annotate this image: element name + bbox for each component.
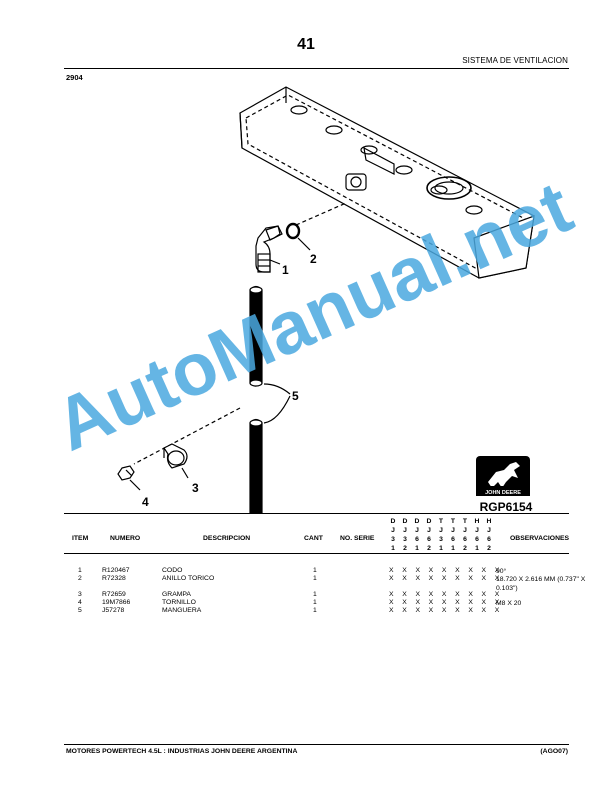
table-top-rule [64,513,569,514]
cell-serial-marks: X X X X X X X X X [389,607,503,614]
col-header-descripcion: DESCRIPCION [203,535,251,542]
footer-date-code: (AGO07) [540,748,568,755]
cell-item: 1 [78,567,82,574]
cell-numero: R72328 [102,575,126,582]
cell-descripcion: MANGUERA [162,607,202,614]
o-ring-drawing [285,222,301,240]
valve-cover-drawing [239,86,535,279]
cell-numero: R120467 [102,567,130,574]
cell-serial-marks: X X X X X X X X X [389,591,503,598]
cell-observaciones: 90° [496,568,507,575]
elbow-drawing [255,225,283,273]
cell-descripcion: ANILLO TORICO [162,575,215,582]
section-title: SISTEMA DE VENTILACION [462,56,568,65]
parts-illustration: 1 2 3 4 5 JOHN DEERE RGP6154 [117,86,535,513]
cell-cant: 1 [313,591,317,598]
callout-5: 5 [292,389,299,403]
col-header-numero: NUMERO [110,535,141,542]
cell-descripcion: GRAMPA [162,591,191,598]
col-header-no-serie: NO. SERIE [340,535,375,542]
cell-item: 5 [78,607,82,614]
cell-observaciones: M8 X 20 [496,600,522,607]
col-header-item: ITEM [72,535,89,542]
callout-3: 3 [192,481,199,495]
cell-numero: 19M7866 [102,599,131,606]
john-deere-logo: JOHN DEERE [476,456,530,496]
col-header-observaciones: OBSERVACIONES [510,535,570,542]
cell-descripcion: CODO [162,567,183,574]
cell-serial-marks: X X X X X X X X X [389,567,503,574]
page-number: 41 [297,36,315,53]
col-header-cant: CANT [304,535,323,542]
cell-serial-marks: X X X X X X X X X [389,575,503,582]
cell-descripcion: TORNILLO [162,599,196,606]
cell-numero: J57278 [102,607,125,614]
cell-serial-marks: X X X X X X X X X [389,599,503,606]
footer-rule [64,744,569,745]
hose-drawing [249,285,263,513]
cell-cant: 1 [313,575,317,582]
cell-numero: R72659 [102,591,126,598]
screw-drawing [117,465,135,481]
cell-cant: 1 [313,567,317,574]
logo-text: JOHN DEERE [485,490,521,496]
cell-item: 2 [78,575,82,582]
header-divider [64,68,569,69]
cell-item: 3 [78,591,82,598]
footer-title: MOTORES POWERTECH 4.5L : INDUSTRIAS JOHN… [66,748,298,755]
clamp-drawing [163,443,188,469]
callout-2: 2 [310,252,317,266]
cell-item: 4 [78,599,82,606]
page-code: 2904 [66,73,83,82]
table-header-rule [64,553,569,554]
cell-observaciones: 18.720 X 2.616 MM (0.737" X 0.103") [496,576,586,592]
figure-id: RGP6154 [480,500,533,513]
callout-4: 4 [142,495,149,509]
cell-cant: 1 [313,607,317,614]
cell-cant: 1 [313,599,317,606]
callout-1: 1 [282,263,289,277]
